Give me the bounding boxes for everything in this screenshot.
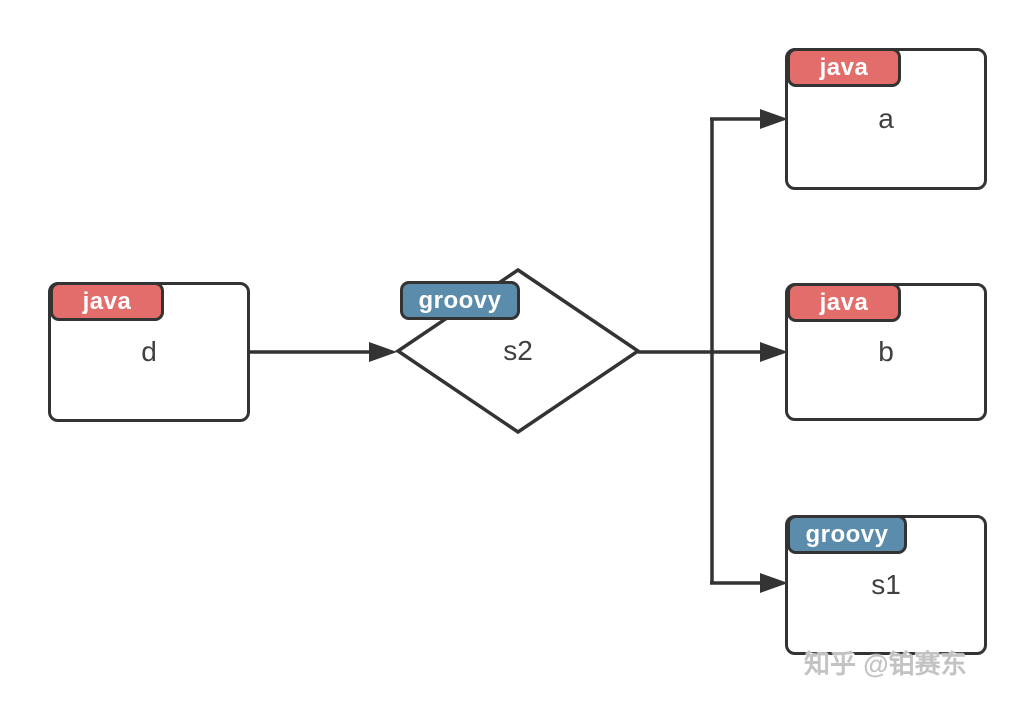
badge-java-d: java — [50, 282, 164, 321]
node-s1-label: s1 — [871, 569, 901, 600]
arrowhead-s2-to-s1 — [760, 573, 788, 593]
badge-label: java — [82, 287, 132, 315]
node-a-label: a — [878, 103, 894, 134]
badge-label: java — [819, 53, 869, 81]
badge-java-a: java — [787, 48, 901, 87]
node-b: java b — [785, 283, 987, 421]
node-a: java a — [785, 48, 987, 190]
watermark: 知乎 @铂赛东 — [804, 649, 967, 679]
node-d: java d — [48, 282, 250, 422]
badge-groovy-s2: groovy — [400, 281, 520, 320]
node-s1: groovy s1 — [785, 515, 987, 655]
arrowhead-s2-to-b — [760, 342, 788, 362]
node-d-label: d — [141, 336, 157, 367]
node-b-label: b — [878, 336, 894, 367]
badge-groovy-s1: groovy — [787, 515, 907, 554]
badge-java-b: java — [787, 283, 901, 322]
arrowhead-d-to-s2 — [369, 342, 397, 362]
badge-label: groovy — [805, 520, 889, 548]
arrowhead-s2-to-a — [760, 109, 788, 129]
badge-label: java — [819, 288, 869, 316]
badge-label: groovy — [418, 286, 502, 314]
